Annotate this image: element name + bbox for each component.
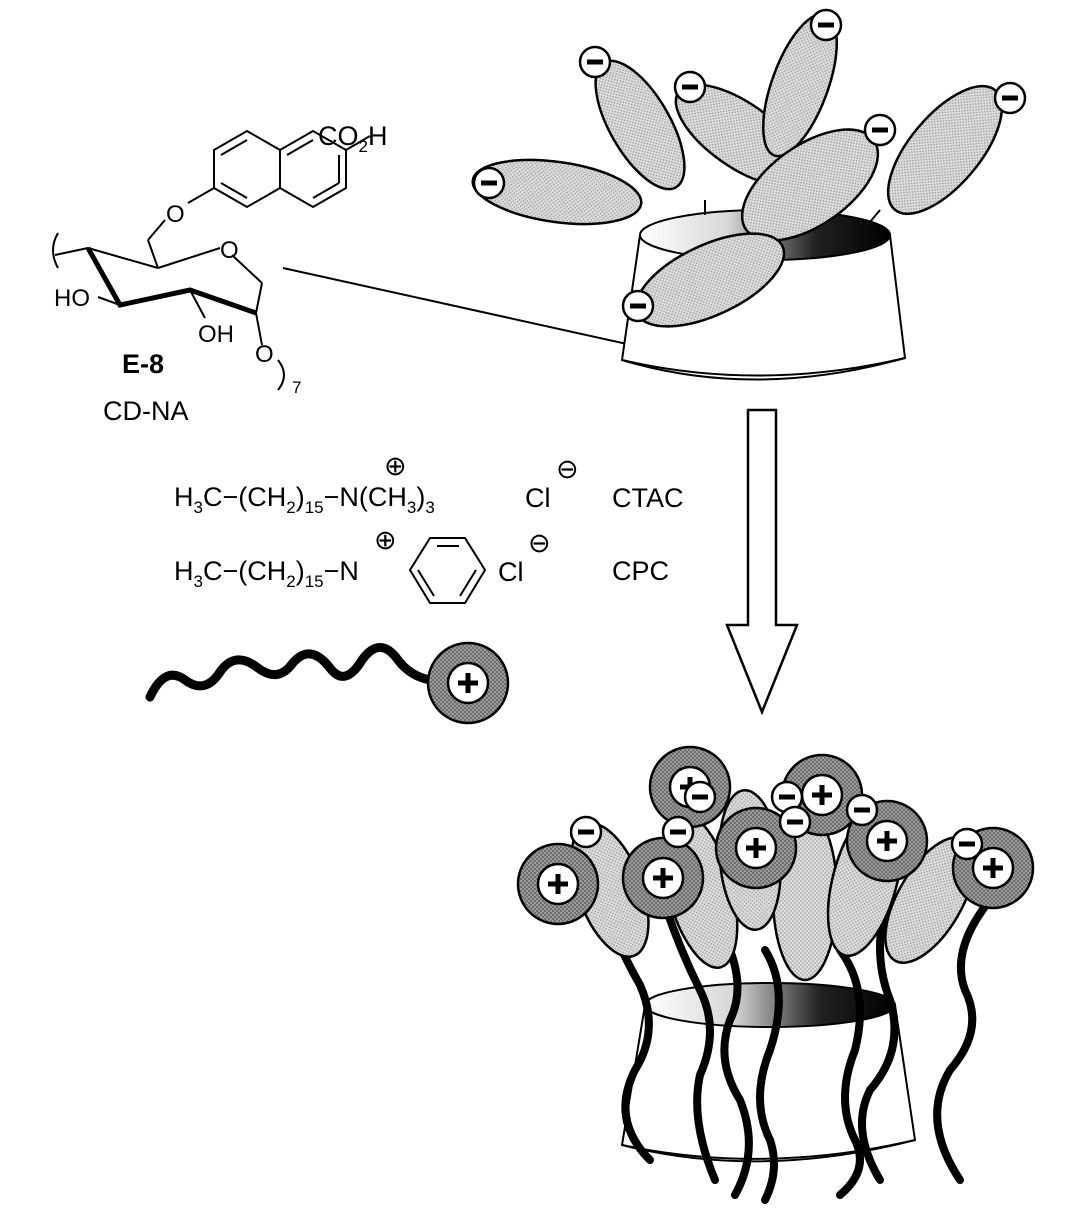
bottom-complex	[516, 745, 1035, 1204]
e8-structure	[52, 129, 371, 391]
cpc-plus-sign: ⊕	[374, 525, 397, 555]
top-cyclodextrin	[471, 8, 1027, 381]
minus-badge-b7	[950, 827, 984, 861]
compound-name: E-8	[122, 349, 164, 379]
cpc-formula: H3C−(CH2)15−N	[174, 556, 359, 591]
compound-abbrev: CD-NA	[103, 396, 189, 426]
ctac-formula: H3C−(CH2)15−N(CH3)3	[174, 482, 435, 517]
surfactant-tail	[145, 643, 435, 702]
ctac-minus-sign: ⊖	[556, 454, 579, 484]
ctac-label: CTAC	[612, 483, 684, 513]
minus-badge-b6	[569, 815, 603, 849]
co2h-label: CO2H	[318, 121, 387, 156]
head-c	[516, 842, 600, 926]
minus-badge-1	[578, 45, 612, 79]
cpc-minus-sign: ⊖	[528, 528, 551, 558]
repeat-label: 7	[292, 378, 301, 397]
cpc-counter-ion: Cl	[498, 557, 524, 587]
minus-badge-b1	[683, 780, 717, 814]
minus-badge-b5	[845, 793, 879, 827]
ring-o-label: O	[220, 237, 239, 264]
head-d	[621, 836, 705, 920]
ctac-counter-ion: Cl	[525, 483, 551, 513]
minus-badge-b4	[778, 805, 812, 839]
surfactant-head	[426, 641, 510, 725]
minus-badge-7	[621, 289, 655, 323]
minus-badge-6	[993, 81, 1027, 115]
minus-badge-3	[673, 70, 707, 104]
minus-badge-5	[863, 113, 897, 147]
ether-o-label: O	[166, 201, 185, 228]
glycosidic-o-label: O	[255, 341, 274, 368]
pointer-arrow	[282, 267, 667, 358]
ctac-plus-sign: ⊕	[384, 451, 407, 481]
pyridine-ring	[408, 537, 487, 604]
process-arrow	[725, 408, 799, 716]
minus-badge-4	[809, 8, 843, 42]
ho-label: HO	[54, 285, 90, 312]
minus-badge-b3	[661, 815, 695, 849]
cpc-label: CPC	[612, 556, 669, 586]
oh-label: OH	[198, 321, 234, 348]
minus-badge-2	[472, 166, 506, 200]
